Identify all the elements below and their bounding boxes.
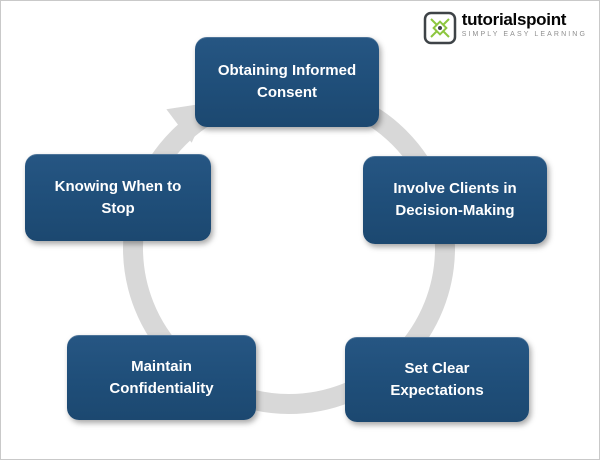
node-involve-clients-in-decision-making: Involve Clients in Decision-Making	[363, 156, 547, 244]
node-label: Obtaining Informed Consent	[217, 62, 357, 101]
node-label: Maintain Confidentiality	[109, 357, 214, 397]
node-set-clear-expectations: Set Clear Expectations	[345, 337, 529, 422]
brand-logo: tutorialspoint SIMPLY EASY LEARNING	[423, 11, 587, 45]
brand-tagline: SIMPLY EASY LEARNING	[461, 30, 587, 38]
node-label: Involve Clients in Decision-Making	[393, 180, 517, 219]
tutorialspoint-logo-icon	[423, 11, 456, 45]
node-label: Knowing When to Stop	[54, 177, 182, 217]
node-maintain-confidentiality: Maintain Confidentiality	[67, 335, 256, 420]
node-knowing-when-to-stop: Knowing When to Stop	[25, 154, 211, 241]
brand-name: tutorialspoint	[461, 10, 567, 29]
node-obtaining-informed-consent: Obtaining Informed Consent	[195, 37, 379, 127]
node-label: Set Clear Expectations	[390, 359, 484, 399]
